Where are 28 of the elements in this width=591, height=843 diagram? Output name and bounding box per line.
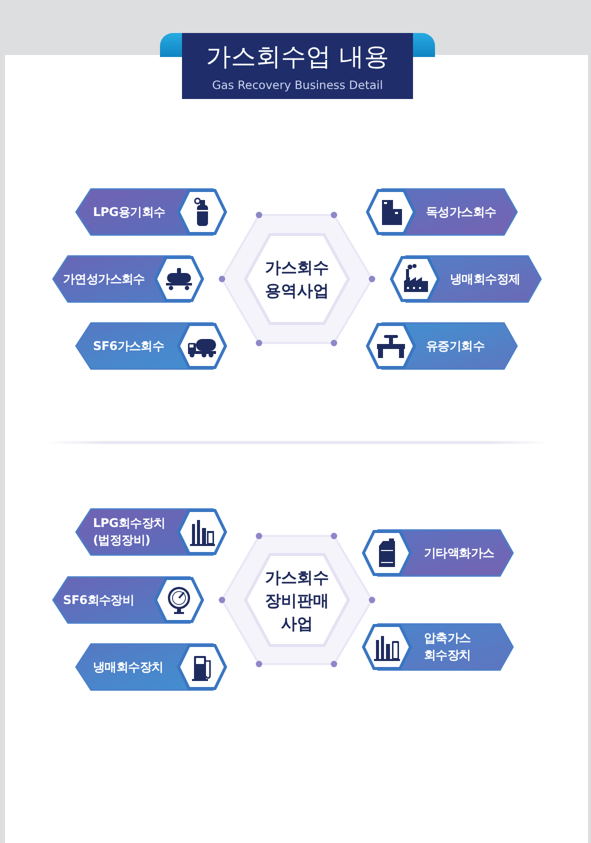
item-text: 냉매회수정제 [450, 271, 520, 288]
hub-text: 가스회수 장비판매 사업 [265, 566, 329, 634]
item-text: 압축가스 회수장치 [424, 630, 471, 664]
label-banner [75, 322, 227, 370]
item-text: SF6가스회수 [93, 338, 164, 355]
label-banner [52, 255, 204, 303]
title-text: 가스회수업 내용 [205, 42, 390, 72]
label-banner [75, 188, 227, 236]
center-hexagon [244, 233, 350, 325]
item-text: LPG용기회수 [93, 204, 166, 221]
item-text: 유증기회수 [426, 338, 485, 355]
item-text: 기타액화가스 [424, 545, 494, 562]
label-banner [52, 576, 204, 624]
label-banner [366, 188, 518, 236]
hub-text: 가스회수 용역사업 [265, 257, 329, 302]
item-text: LPG회수장치 (법정장비) [93, 515, 166, 549]
subtitle-text: Gas Recovery Business Detail [211, 78, 384, 92]
label-banner [75, 643, 227, 691]
item-text: 독성가스회수 [426, 204, 496, 221]
label-banner [362, 623, 514, 671]
center-hexagon [244, 553, 350, 647]
item-text: 냉매회수장치 [93, 659, 164, 676]
item-text: 가연성가스회수 [63, 271, 145, 288]
label-banner [366, 322, 518, 370]
item-text: SF6회수장비 [63, 592, 134, 609]
label-banner [75, 508, 227, 556]
label-banner [362, 529, 514, 577]
label-banner [390, 255, 542, 303]
